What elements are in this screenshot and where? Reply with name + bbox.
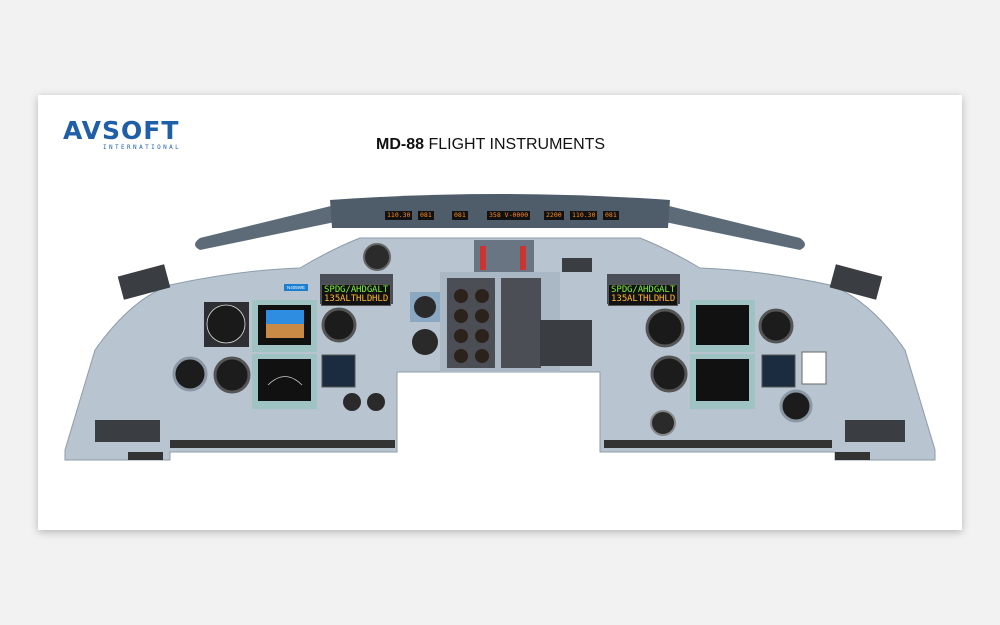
heading-display: 081 <box>452 211 468 220</box>
glareshield-left-wing <box>195 205 335 250</box>
fma-cell: 135 <box>611 294 628 304</box>
checklist-card <box>801 351 827 385</box>
speed-vs-display: 358 V-0000 <box>487 211 531 220</box>
right-course-display: 081 <box>603 211 619 220</box>
right-lower-gauge <box>650 410 676 436</box>
fma-cell: HLD <box>356 294 373 304</box>
engine-secondary-gauges <box>501 278 541 368</box>
tail-number-placard: N405WE <box>284 284 309 291</box>
left-altimeter <box>321 307 357 343</box>
poster-title: MD-88 FLIGHT INSTRUMENTS <box>376 136 605 154</box>
left-clock-panel <box>117 264 171 300</box>
logo-subtitle: INTERNATIONAL <box>103 144 182 151</box>
fma-cell: HLD <box>659 294 676 304</box>
right-nd <box>696 359 749 401</box>
right-pfd <box>696 305 749 345</box>
standby-gauge <box>412 329 438 355</box>
left-hsi <box>213 356 251 394</box>
altitude-display: 2200 <box>544 211 564 220</box>
left-vsi <box>321 354 356 388</box>
left-rmi <box>172 356 208 392</box>
left-nd <box>258 359 311 401</box>
left-gauge-a <box>343 393 361 411</box>
fma-cell: HLD <box>372 294 389 304</box>
right-hsi <box>650 355 688 393</box>
left-course-display: 081 <box>418 211 434 220</box>
glareshield-right-wing <box>665 205 805 250</box>
title-text: FLIGHT INSTRUMENTS <box>428 136 606 153</box>
right-nav-frequency-display: 110.30 <box>570 211 598 220</box>
logo-wordmark: AVSOFT <box>63 116 180 145</box>
fma-cell: 135 <box>324 294 341 304</box>
fma-cell: ALT <box>340 294 357 304</box>
left-nav-frequency-display: 110.30 <box>385 211 413 220</box>
fma-cell: HLD <box>643 294 660 304</box>
right-rmi <box>779 389 813 423</box>
avsoft-logo: AVSOFT INTERNATIONAL <box>63 116 182 152</box>
standby-clock <box>363 243 391 271</box>
fma-cell: ALT <box>372 285 389 295</box>
fma-cell: ALT <box>659 285 676 295</box>
left-gauge-b <box>367 393 385 411</box>
right-lower-switch-panel <box>845 420 905 442</box>
title-model: MD-88 <box>376 136 425 153</box>
fma-cell: HDG <box>643 285 660 295</box>
left-kick-plate <box>170 440 395 448</box>
fma-cell: ALT <box>627 294 644 304</box>
right-airspeed-indicator <box>645 308 685 348</box>
center-right-panel <box>540 320 592 366</box>
fma-cell: G/A <box>627 285 644 295</box>
right-kick-plate <box>604 440 832 448</box>
annunciator-panel <box>562 258 592 272</box>
fma-cell: SPD <box>611 285 628 295</box>
right-altimeter <box>758 308 794 344</box>
fma-cell: HDG <box>356 285 373 295</box>
fma-cell: SPD <box>324 285 341 295</box>
left-lower-switch-panel <box>95 420 160 442</box>
right-vsi <box>761 354 796 388</box>
fma-cell: G/A <box>340 285 357 295</box>
